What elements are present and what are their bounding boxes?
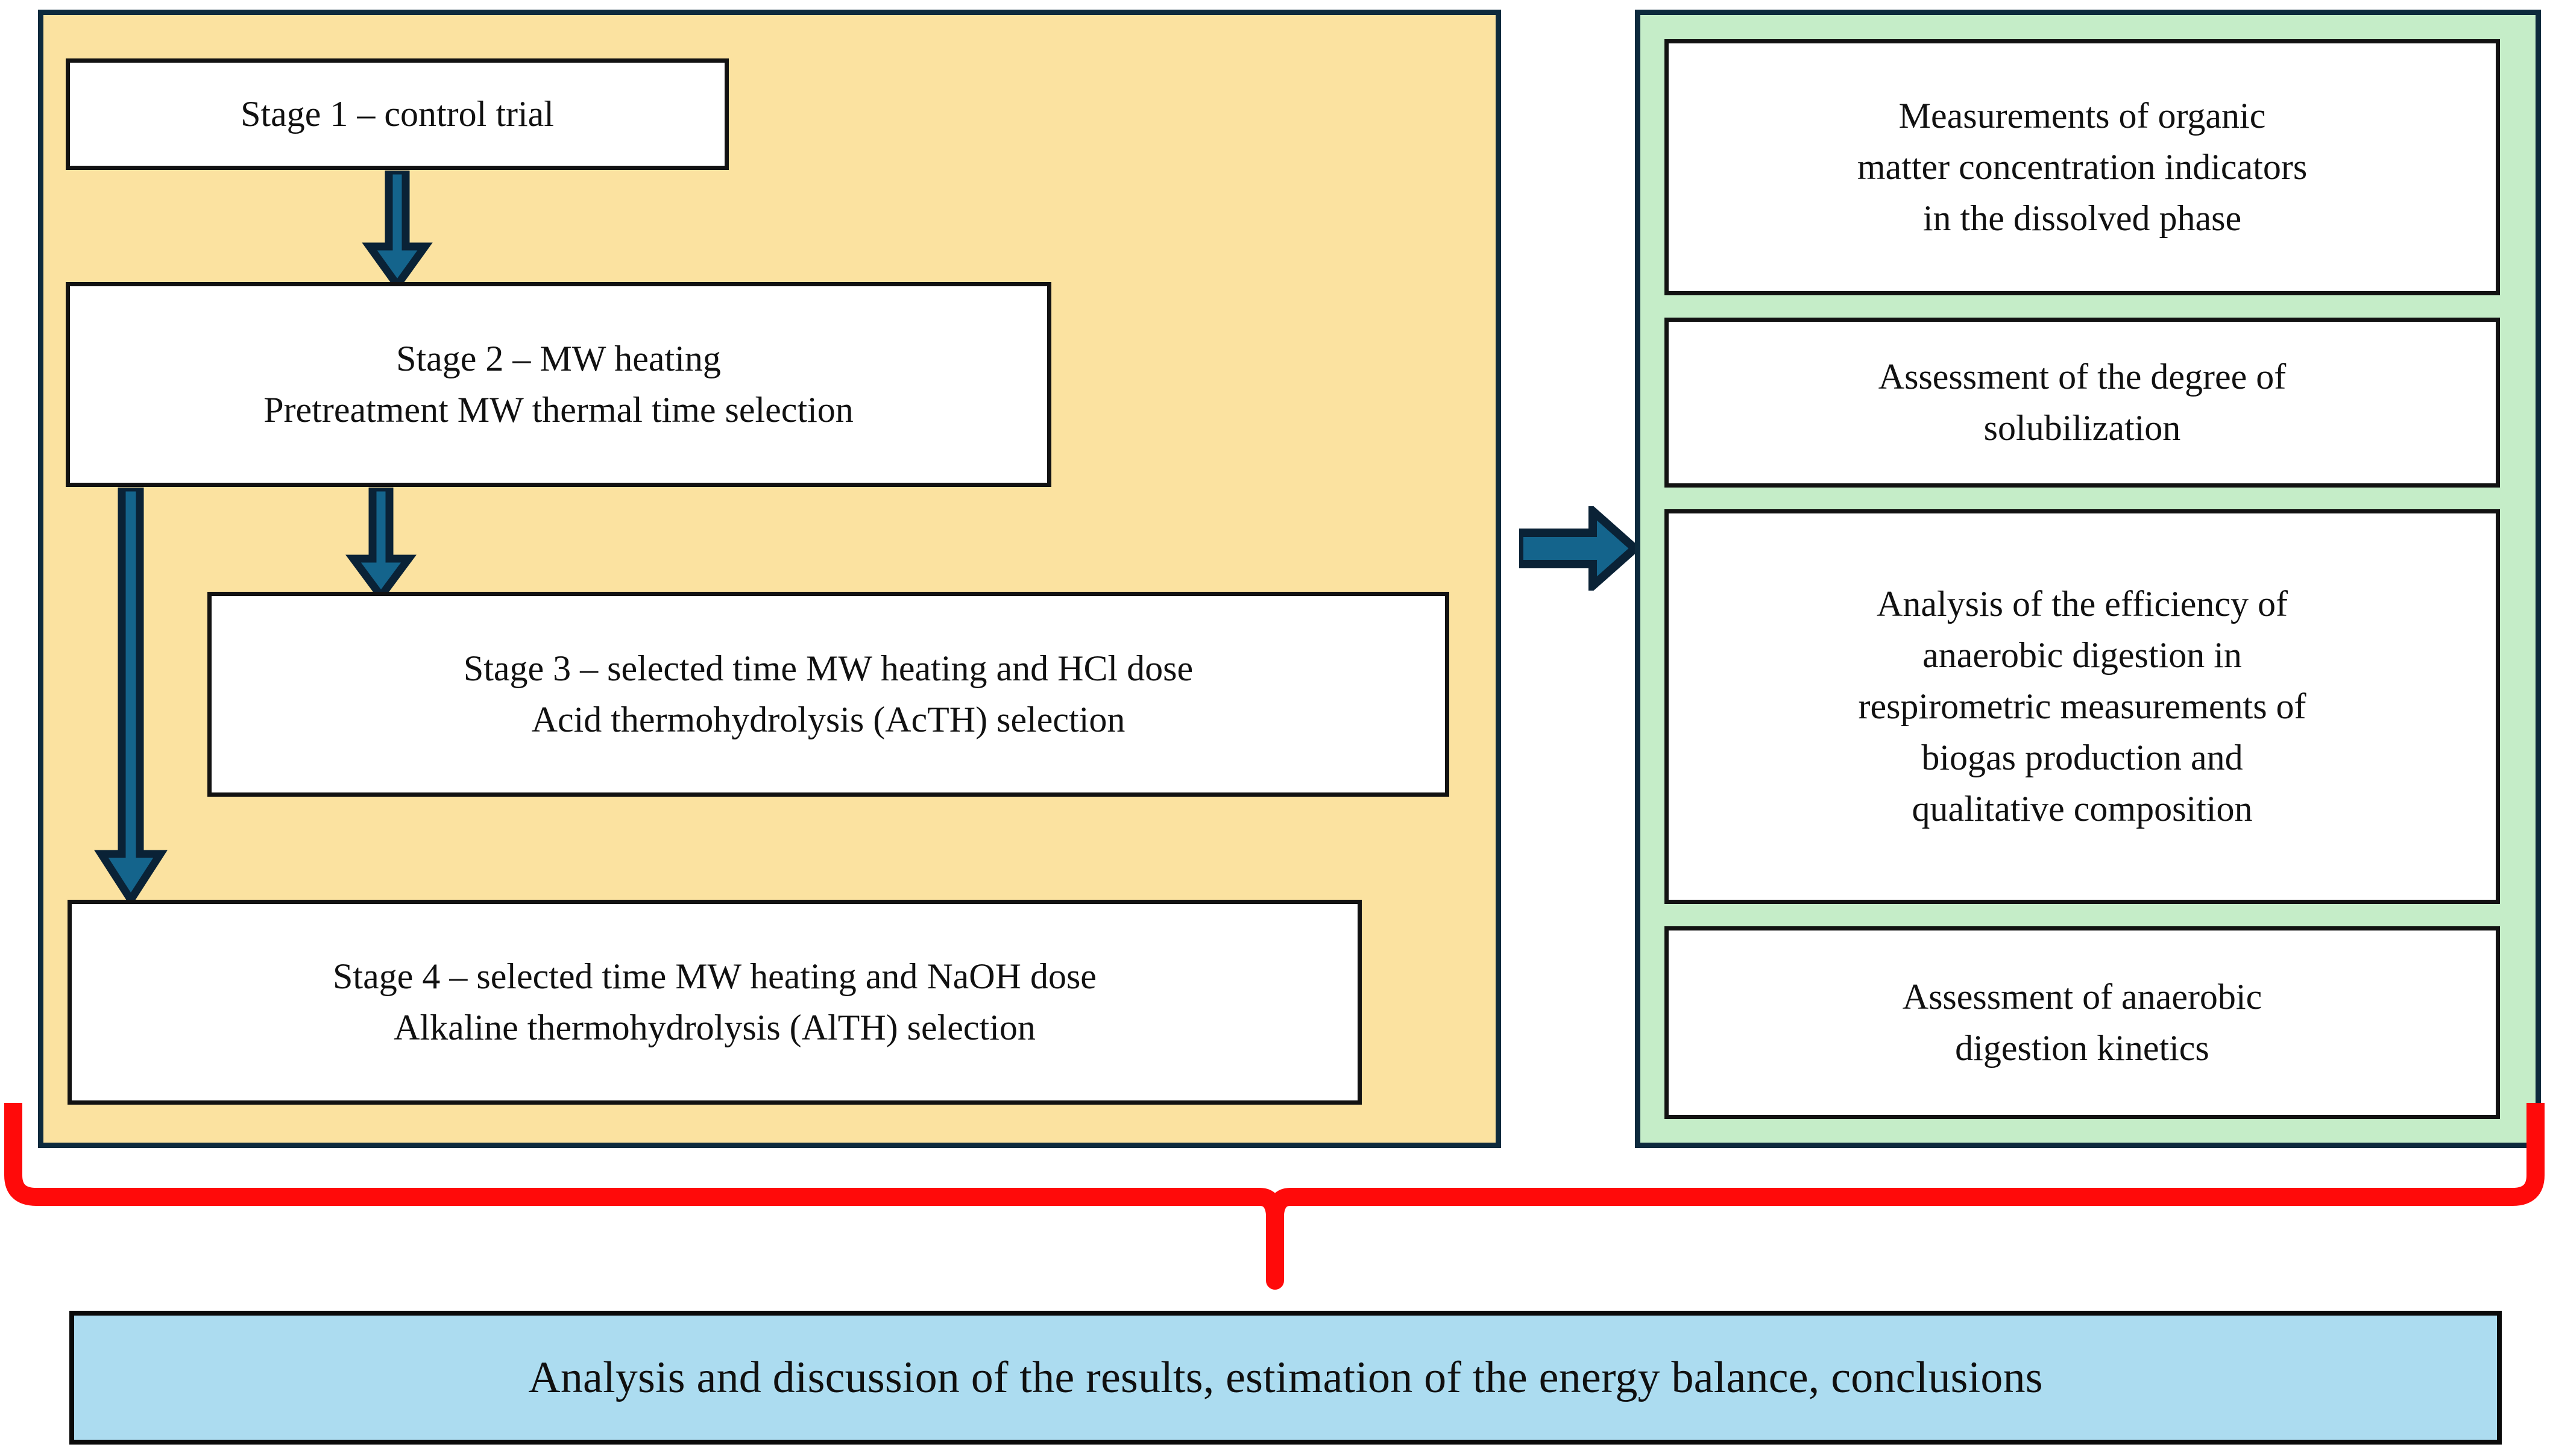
- result-3-line-4: biogas production and: [1921, 738, 2243, 778]
- result-4-line-1: Assessment of anaerobic: [1902, 976, 2262, 1017]
- result-2-line-1: Assessment of the degree of: [1878, 356, 2287, 397]
- result-box-digestion-kinetics[interactable]: Assessment of anaerobic digestion kineti…: [1664, 926, 2500, 1119]
- arrow-experimental-to-analysis: [1519, 506, 1640, 591]
- stage-4-line-1: Stage 4 – selected time MW heating and N…: [333, 956, 1097, 996]
- result-3-line-3: respirometric measurements of: [1858, 686, 2306, 726]
- stage-4-box[interactable]: Stage 4 – selected time MW heating and N…: [68, 900, 1362, 1105]
- stage-4-line-2: Alkaline thermohydrolysis (AlTH) selecti…: [394, 1008, 1036, 1047]
- stage-3-line-2: Acid thermohydrolysis (AcTH) selection: [531, 700, 1125, 739]
- red-brace-connector: [4, 1103, 2545, 1290]
- stage-2-line-1: Stage 2 – MW heating: [396, 338, 721, 378]
- stage-2-box[interactable]: Stage 2 – MW heating Pretreatment MW the…: [66, 282, 1051, 487]
- stage-3-line-1: Stage 3 – selected time MW heating and H…: [463, 648, 1194, 688]
- arrow-stage1-to-stage2: [362, 171, 433, 288]
- result-2-line-2: solubilization: [1983, 408, 2181, 448]
- result-box-anaerobic-digestion-efficiency[interactable]: Analysis of the efficiency of anaerobic …: [1664, 509, 2500, 904]
- arrow-stage2-to-stage3: [345, 488, 417, 599]
- result-box-measurements[interactable]: Measurements of organic matter concentra…: [1664, 39, 2500, 295]
- measurements-and-analyses-panel: Measurements of organic matter concentra…: [1635, 10, 2541, 1148]
- result-1-line-3: in the dissolved phase: [1922, 198, 2242, 239]
- stage-3-box[interactable]: Stage 3 – selected time MW heating and H…: [207, 592, 1449, 797]
- conclusions-box[interactable]: Analysis and discussion of the results, …: [69, 1311, 2502, 1445]
- stage-1-box[interactable]: Stage 1 – control trial: [66, 58, 729, 170]
- result-3-line-1: Analysis of the efficiency of: [1876, 583, 2288, 624]
- result-1-line-2: matter concentration indicators: [1857, 146, 2308, 187]
- experimental-stages-panel: Stage 1 – control trial Stage 2 – MW hea…: [38, 10, 1501, 1148]
- result-box-solubilization[interactable]: Assessment of the degree of solubilizati…: [1664, 318, 2500, 488]
- stage-1-line-1: Stage 1 – control trial: [241, 93, 554, 134]
- stage-2-line-2: Pretreatment MW thermal time selection: [263, 390, 854, 430]
- conclusions-text: Analysis and discussion of the results, …: [528, 1352, 2043, 1402]
- result-3-line-5: qualitative composition: [1912, 789, 2253, 829]
- result-3-line-2: anaerobic digestion in: [1922, 635, 2242, 675]
- result-1-line-1: Measurements of organic: [1898, 95, 2266, 136]
- arrow-stage2-to-stage4: [94, 488, 168, 903]
- result-4-line-2: digestion kinetics: [1955, 1028, 2209, 1068]
